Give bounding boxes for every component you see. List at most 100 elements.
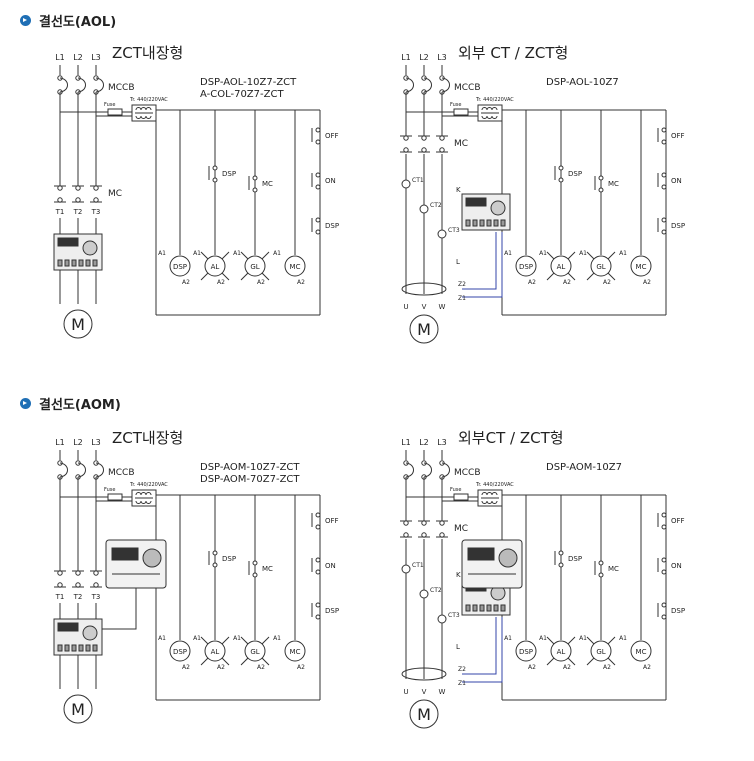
switch-terminal xyxy=(598,572,604,578)
switch-terminal xyxy=(558,165,564,171)
transformer-coil xyxy=(145,492,152,496)
mccb-label: MCCB xyxy=(454,83,481,93)
switch-terminal xyxy=(558,177,564,183)
indicator-lamp xyxy=(550,255,572,277)
lamp-label: DSP xyxy=(173,648,187,656)
relay-terminal xyxy=(479,604,485,612)
mccb-label: MCCB xyxy=(108,83,135,93)
switch-terminal xyxy=(315,229,321,235)
lamp-label: AL xyxy=(557,263,566,271)
ct-label: CT1 xyxy=(412,562,424,569)
phase-label: L2 xyxy=(419,438,429,447)
motor-label: M xyxy=(417,320,431,339)
switch-label: ON xyxy=(671,562,682,570)
switch-terminal xyxy=(315,569,321,575)
terminal-label: A1 xyxy=(579,250,587,257)
indicator-lamp xyxy=(630,255,652,277)
relay-terminal xyxy=(57,644,63,652)
terminal-label: V xyxy=(422,303,427,311)
switch-terminal xyxy=(315,557,321,563)
switch-terminal xyxy=(315,512,321,518)
terminal-label: A2 xyxy=(297,279,305,286)
section-title: 결선도(AOM) xyxy=(39,397,121,413)
mc-label: MC xyxy=(108,189,122,199)
lamp-label: AL xyxy=(211,648,220,656)
lamp-label: AL xyxy=(211,263,220,271)
terminal-label: A2 xyxy=(643,664,651,671)
mccb-breaker xyxy=(423,77,432,93)
mccb-breaker xyxy=(77,462,86,478)
indicator-lamp xyxy=(204,255,226,277)
terminal-label: A2 xyxy=(603,279,611,286)
terminal-label: Z2 xyxy=(458,666,466,673)
phase-label: L1 xyxy=(55,438,65,447)
switch-terminal xyxy=(661,217,667,223)
lamp-label: GL xyxy=(596,263,605,271)
terminal-label: Z1 xyxy=(458,680,466,687)
model-name: DSP-AOL-10Z7-ZCT xyxy=(200,77,297,88)
terminal-label: V xyxy=(422,688,427,696)
indicator-lamp xyxy=(550,640,572,662)
relay-terminal xyxy=(500,604,506,612)
relay-terminal xyxy=(57,259,63,267)
relay-terminal xyxy=(465,604,471,612)
terminal-label: A2 xyxy=(182,664,190,671)
panel-display xyxy=(111,547,139,561)
transformer-label: Tr. 440/220VAC xyxy=(475,97,514,103)
terminal-label: A1 xyxy=(273,250,281,257)
mc-label: MC xyxy=(454,524,468,534)
switch-terminal xyxy=(212,177,218,183)
switch-label: DSP xyxy=(222,555,236,563)
fuse-icon xyxy=(107,108,123,116)
relay-dial xyxy=(82,625,98,641)
switch-terminal xyxy=(315,139,321,145)
section-header-aol: 결선도(AOL) xyxy=(20,10,116,30)
relay-terminal xyxy=(500,219,506,227)
mccb-breaker xyxy=(441,77,450,93)
model-name: DSP-AOL-10Z7 xyxy=(546,77,619,88)
ct-label: CT2 xyxy=(430,587,442,594)
section-header-aom: 결선도(AOM) xyxy=(20,393,121,413)
diagram-heading: ZCT내장형 xyxy=(112,429,183,447)
indicator-lamp xyxy=(590,255,612,277)
mccb-breaker xyxy=(405,462,414,478)
relay-terminal xyxy=(71,259,77,267)
ct-coil xyxy=(419,204,429,214)
mccb-label: MCCB xyxy=(454,468,481,478)
phase-label: L1 xyxy=(55,53,65,62)
relay-terminal xyxy=(64,644,70,652)
relay-terminal xyxy=(465,219,471,227)
motor-icon xyxy=(409,314,439,344)
zct-wire xyxy=(462,232,497,290)
zct-ring xyxy=(401,667,447,681)
phase-label: L3 xyxy=(91,438,101,447)
terminal-label: W xyxy=(439,688,446,696)
switch-label: DSP xyxy=(671,222,685,230)
terminal-label: Z2 xyxy=(458,281,466,288)
ct-coil xyxy=(437,229,447,239)
switch-label: DSP xyxy=(568,170,582,178)
bullet-icon xyxy=(20,397,31,409)
phase-label: L1 xyxy=(401,53,411,62)
transformer-coil xyxy=(491,492,498,496)
model-name: DSP-AOM-10Z7 xyxy=(546,462,622,473)
switch-label: MC xyxy=(262,180,273,188)
relay-display xyxy=(57,622,79,632)
terminal-label: T3 xyxy=(91,593,101,601)
diagram-heading: 외부CT / ZCT형 xyxy=(458,429,564,447)
switch-terminal xyxy=(252,572,258,578)
switch-terminal xyxy=(661,614,667,620)
ct-label: CT1 xyxy=(412,177,424,184)
panel-dial xyxy=(142,548,162,568)
ct-coil xyxy=(401,179,411,189)
lamp-label: MC xyxy=(290,263,301,271)
terminal-label: A1 xyxy=(193,250,201,257)
terminal-label: A1 xyxy=(504,250,512,257)
switch-label: OFF xyxy=(671,132,685,140)
fuse-label: Fuse xyxy=(104,102,115,108)
indicator-lamp xyxy=(630,640,652,662)
switch-terminal xyxy=(661,524,667,530)
relay-dial xyxy=(490,200,506,216)
terminal-label: A1 xyxy=(619,635,627,642)
switch-label: ON xyxy=(325,562,336,570)
